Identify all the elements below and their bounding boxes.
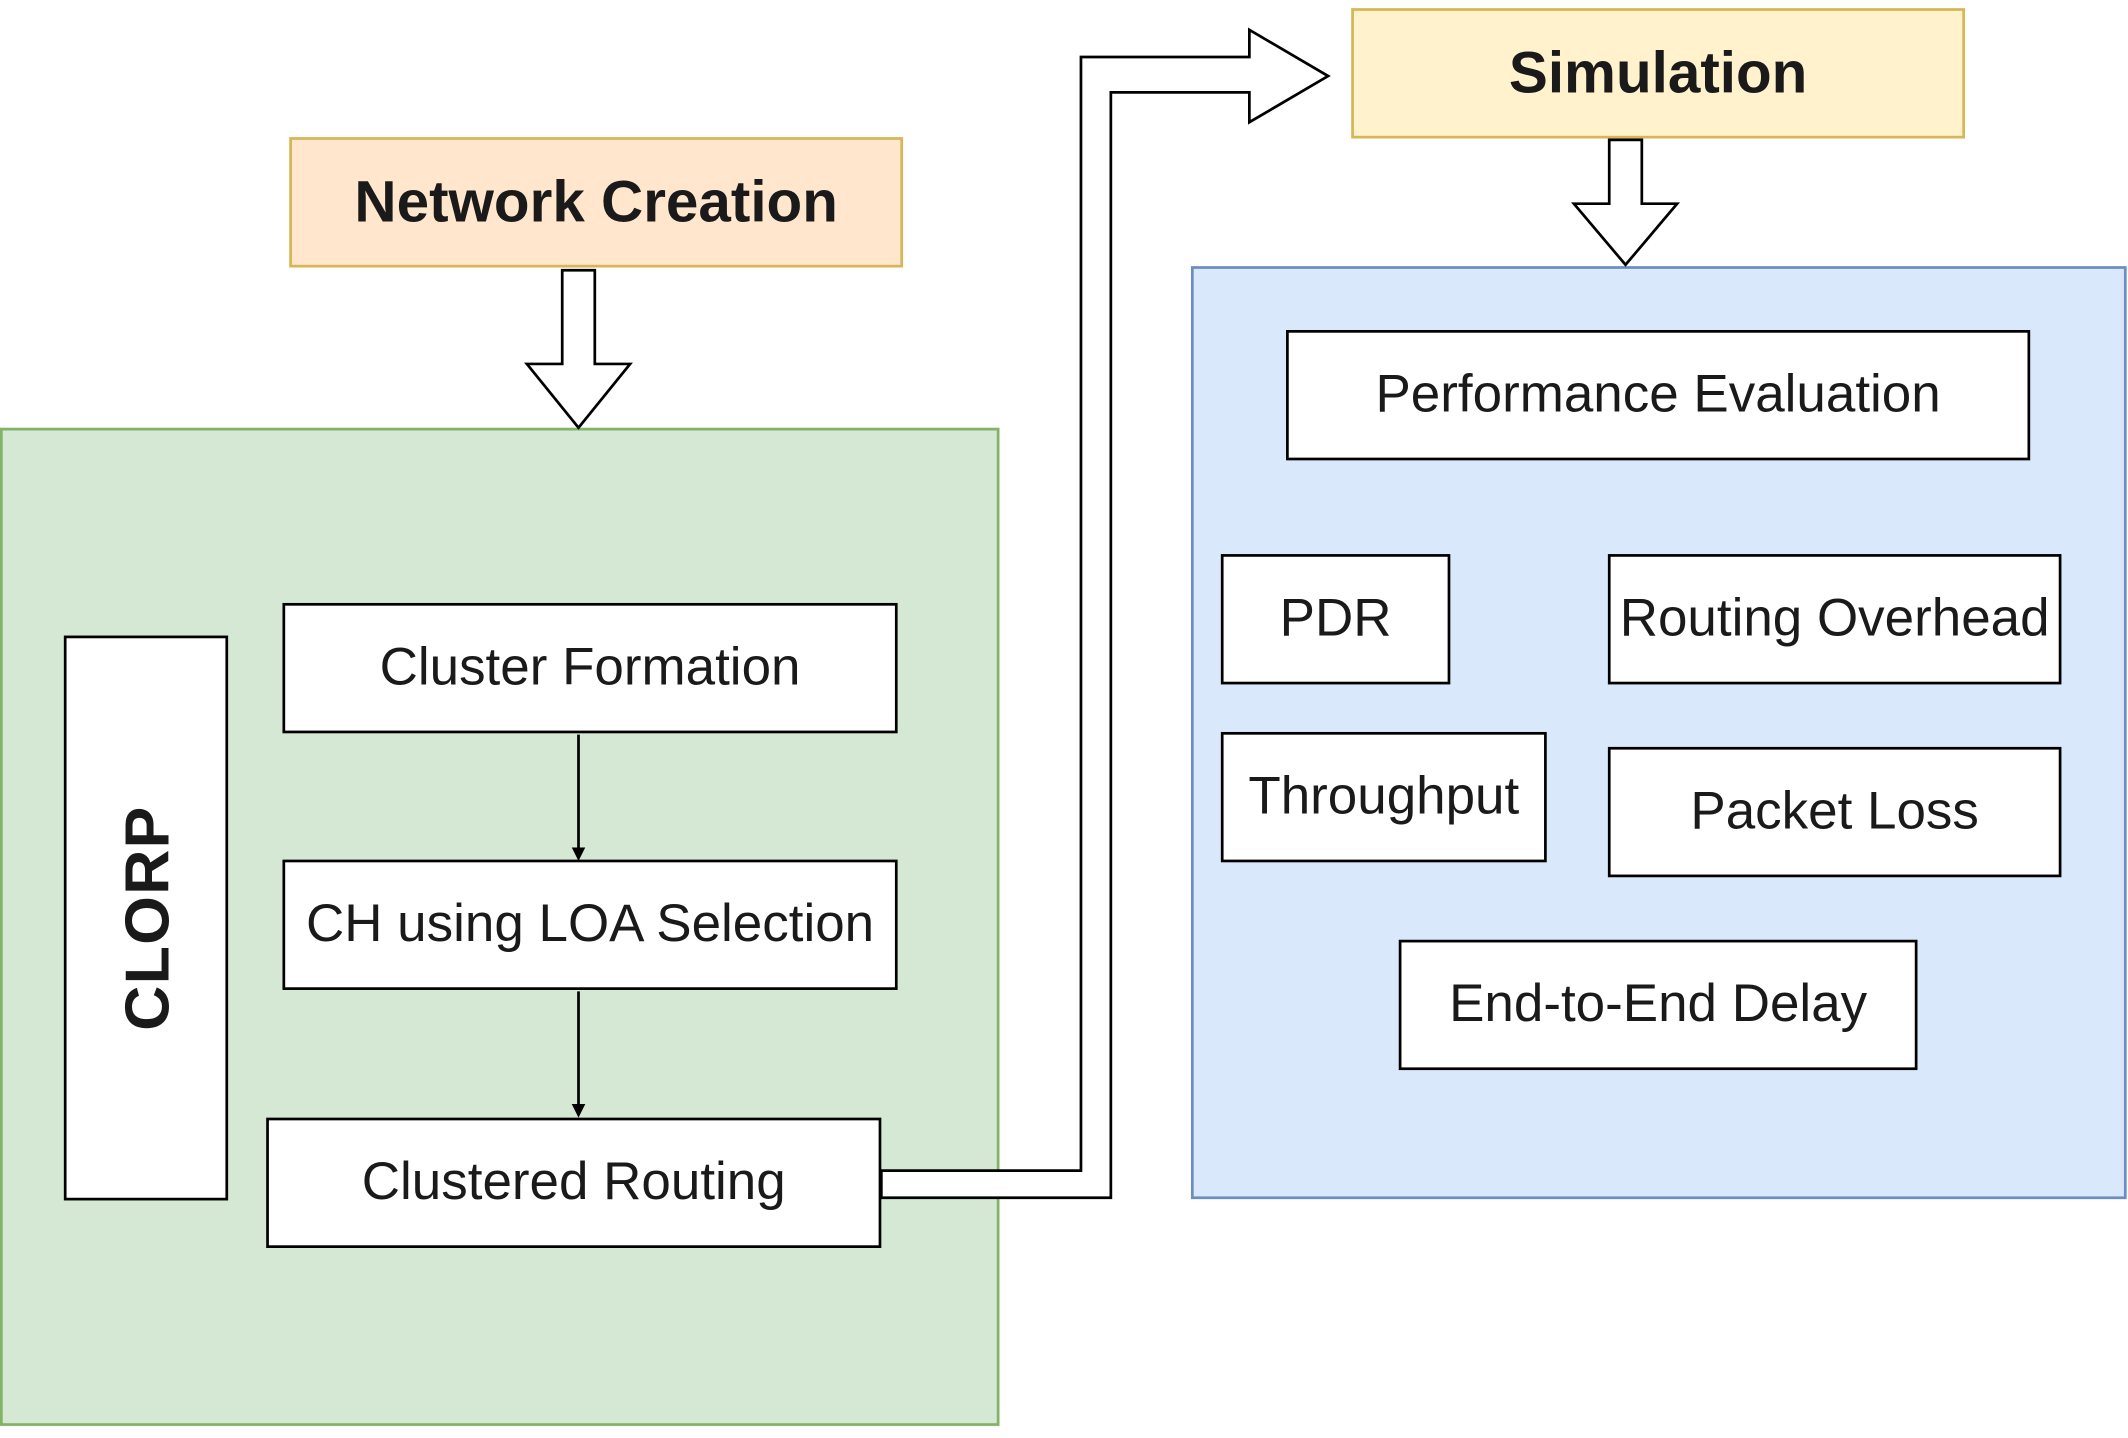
network-creation-box: Network Creation [289,137,904,268]
routing-overhead-box: Routing Overhead [1607,554,2062,685]
performance-evaluation-box: Performance Evaluation [1286,329,2031,461]
cluster-formation-box: Cluster Formation [282,602,898,734]
clorp-box: CLORP [63,635,229,1201]
packet-loss-box: Packet Loss [1607,746,2062,878]
simulation-box: Simulation [1351,8,1966,139]
clustered-routing-box: Clustered Routing [266,1117,882,1249]
ch-selection-box: CH using LOA Selection [282,859,898,990]
network-creation-arrow [524,268,633,430]
simulation-arrow [1570,138,1681,267]
pdr-box: PDR [1220,554,1451,685]
throughput-box: Throughput [1220,731,1547,863]
routing-to-simulation-arrow [879,27,1331,1200]
end-to-end-delay-box: End-to-End Delay [1398,939,1918,1071]
